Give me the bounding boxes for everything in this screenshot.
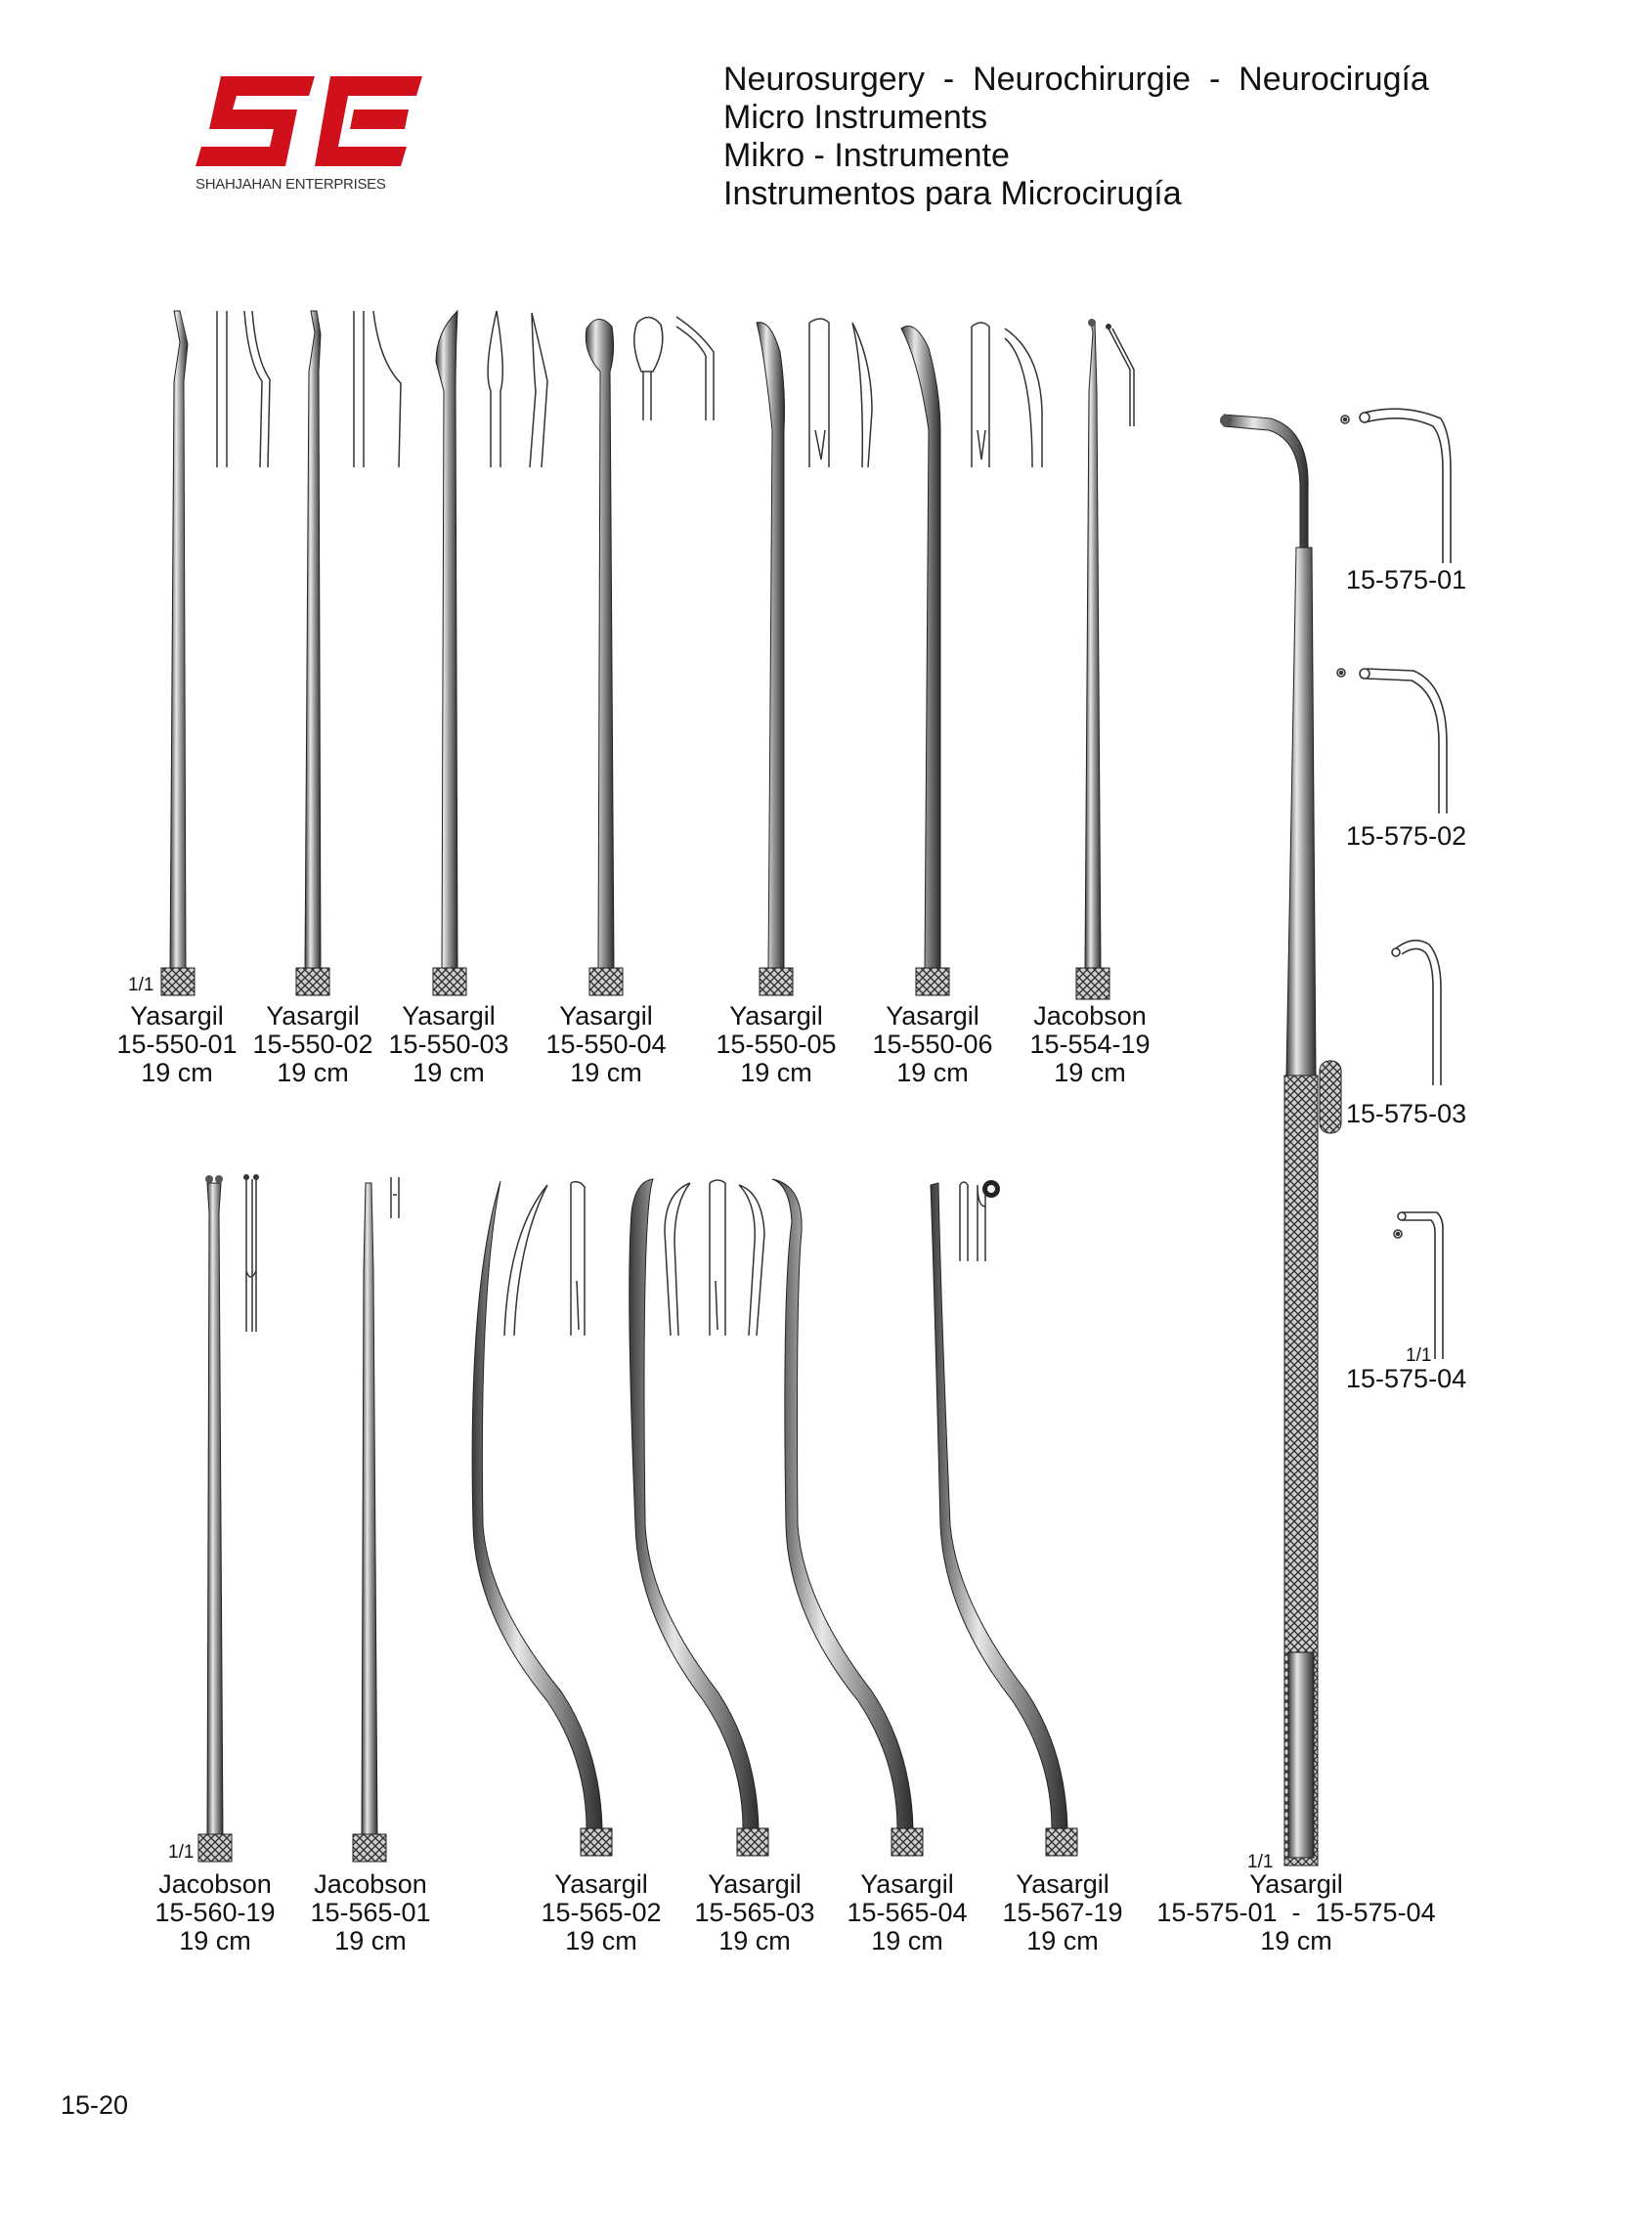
tip-code: 15-575-01 [1346, 565, 1467, 594]
product-code: 15-565-03 [694, 1898, 815, 1927]
scale-mark: 1/1 [128, 975, 154, 995]
instrument-15-567-19 [930, 1180, 1078, 1857]
product-name: Yasargil [886, 1001, 979, 1031]
product-code: 15-565-04 [847, 1898, 968, 1927]
instrument-15-565-04 [771, 1178, 924, 1857]
instrument-15-554-19 [1075, 319, 1135, 1000]
scale-mark: 1/1 [1406, 1345, 1432, 1366]
product-code: 15-575-01 - 15-575-04 [1156, 1898, 1436, 1927]
product-name: Yasargil [729, 1001, 823, 1031]
se-logo-mark [196, 76, 422, 166]
product-length: 19 cm [896, 1058, 969, 1087]
product-length: 19 cm [1026, 1926, 1099, 1955]
product-name: Yasargil [1249, 1869, 1343, 1899]
header-line-3: Mikro - Instrumente [723, 137, 1010, 174]
instrument-15-550-02 [295, 310, 402, 996]
instrument-15-565-01 [352, 1177, 400, 1863]
product-code: 15-565-01 [310, 1898, 431, 1927]
instrument-15-560-19 [197, 1174, 259, 1863]
instrument-15-550-03 [432, 309, 548, 996]
tip-detail-15-575-04 [1393, 1211, 1444, 1359]
scale-mark: 1/1 [168, 1842, 195, 1863]
product-length: 19 cm [277, 1058, 349, 1087]
instrument-15-550-06 [900, 322, 1043, 996]
tip-detail-15-575-01 [1340, 408, 1452, 563]
product-name: Jacobson [1033, 1001, 1147, 1031]
product-code: 15-554-19 [1029, 1030, 1151, 1059]
thumb-wheel [1319, 1060, 1342, 1134]
product-code: 15-565-02 [541, 1898, 662, 1927]
product-length: 19 cm [871, 1926, 943, 1955]
product-name: Yasargil [559, 1001, 653, 1031]
product-code: 15-567-19 [1002, 1898, 1123, 1927]
product-code: 15-550-01 [116, 1030, 238, 1059]
product-code: 15-550-05 [716, 1030, 837, 1059]
product-length: 19 cm [565, 1926, 637, 1955]
tip-detail-15-575-03 [1391, 940, 1442, 1085]
product-name: Yasargil [130, 1001, 224, 1031]
product-name: Jacobson [314, 1869, 427, 1899]
company-logo: SHAHJAHAN ENTERPRISES [192, 70, 431, 198]
tip-code: 15-575-04 [1346, 1364, 1467, 1393]
product-name: Jacobson [158, 1869, 272, 1899]
product-length: 19 cm [413, 1058, 485, 1087]
instrument-15-575 [1220, 414, 1342, 1866]
scale-mark: 1/1 [1247, 1852, 1274, 1872]
tip-detail-15-575-02 [1336, 668, 1448, 813]
header-line-1: Neurosurgery - Neurochirurgie - Neurocir… [723, 61, 1429, 98]
product-length: 19 cm [1260, 1926, 1332, 1955]
product-name: Yasargil [708, 1869, 802, 1899]
header-line-4: Instrumentos para Microcirugía [723, 175, 1182, 212]
product-code: 15-550-03 [388, 1030, 509, 1059]
product-length: 19 cm [718, 1926, 791, 1955]
product-code: 15-550-04 [545, 1030, 667, 1059]
product-code: 15-560-19 [154, 1898, 276, 1927]
product-name: Yasargil [266, 1001, 360, 1031]
instrument-15-550-05 [756, 318, 873, 996]
company-name: SHAHJAHAN ENTERPRISES [196, 176, 386, 193]
product-name: Yasargil [402, 1001, 496, 1031]
instrument-15-565-03 [629, 1178, 769, 1857]
catalog-header: Neurosurgery - Neurochirurgie - Neurocir… [723, 61, 1429, 213]
page-number: 15-20 [61, 2090, 129, 2120]
instrument-15-550-04 [585, 316, 715, 996]
product-length: 19 cm [1054, 1058, 1126, 1087]
product-length: 19 cm [740, 1058, 812, 1087]
product-name: Yasargil [1016, 1869, 1109, 1899]
product-length: 19 cm [570, 1058, 642, 1087]
instrument-15-550-01 [160, 310, 271, 996]
instrument-15-565-02 [471, 1180, 613, 1857]
product-name: Yasargil [860, 1869, 954, 1899]
tip-code: 15-575-02 [1346, 821, 1467, 851]
product-length: 19 cm [141, 1058, 213, 1087]
product-code: 15-550-02 [252, 1030, 373, 1059]
tip-code: 15-575-03 [1346, 1099, 1467, 1128]
header-line-2: Micro Instruments [723, 99, 988, 136]
product-name: Yasargil [554, 1869, 648, 1899]
product-code: 15-550-06 [872, 1030, 993, 1059]
product-length: 19 cm [334, 1926, 407, 1955]
product-length: 19 cm [179, 1926, 251, 1955]
